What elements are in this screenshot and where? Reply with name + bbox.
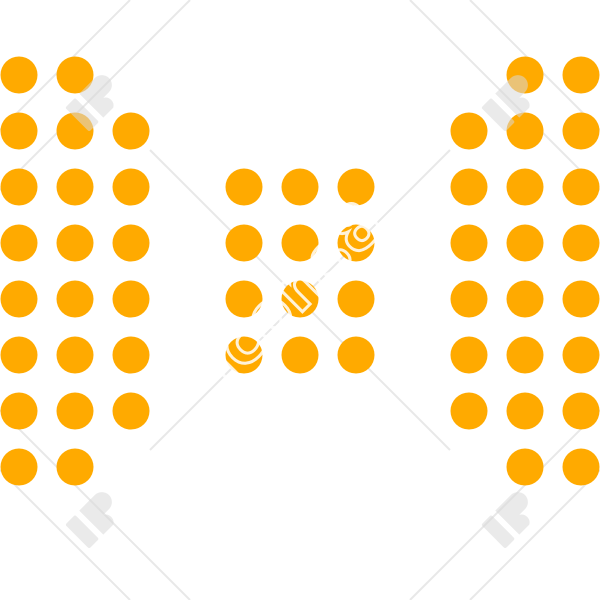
watermark-logo-icon <box>481 75 530 131</box>
dot <box>56 168 94 206</box>
dot <box>56 392 94 430</box>
dot <box>337 168 375 206</box>
dot-group-center <box>225 168 375 374</box>
dot <box>112 392 150 430</box>
dot <box>281 168 319 206</box>
dot <box>56 56 94 94</box>
dot <box>506 280 544 318</box>
dot <box>562 280 600 318</box>
dot <box>112 280 150 318</box>
watermark-line <box>469 469 600 600</box>
dot <box>337 336 375 374</box>
dot <box>337 224 375 262</box>
dot <box>506 336 544 374</box>
dot <box>0 448 38 486</box>
dot <box>562 392 600 430</box>
dot <box>506 112 544 150</box>
watermark-logo-icon <box>65 492 114 548</box>
dot <box>0 336 38 374</box>
watermark-logo-icon <box>65 75 114 131</box>
dot <box>56 280 94 318</box>
dot <box>0 392 38 430</box>
dot <box>506 168 544 206</box>
watermark-line <box>0 469 131 600</box>
dot <box>450 224 488 262</box>
dot <box>337 280 375 318</box>
dot <box>225 336 263 374</box>
watermark-logo-icon <box>481 492 530 548</box>
dot <box>225 224 263 262</box>
dot <box>0 112 38 150</box>
dot <box>0 168 38 206</box>
dot <box>0 224 38 262</box>
dot <box>281 280 319 318</box>
dot <box>450 280 488 318</box>
dot <box>56 448 94 486</box>
dot <box>562 224 600 262</box>
dot <box>225 280 263 318</box>
dot <box>562 112 600 150</box>
dot <box>112 168 150 206</box>
dot <box>506 392 544 430</box>
dot <box>450 336 488 374</box>
dot <box>562 336 600 374</box>
dot <box>506 224 544 262</box>
dot <box>450 112 488 150</box>
dot <box>281 336 319 374</box>
dot <box>225 168 263 206</box>
dot <box>450 168 488 206</box>
dot <box>112 336 150 374</box>
dot <box>562 56 600 94</box>
dot <box>0 280 38 318</box>
dot <box>56 336 94 374</box>
dot <box>56 224 94 262</box>
dot <box>506 448 544 486</box>
dot <box>450 392 488 430</box>
dot <box>112 112 150 150</box>
dot-group-right <box>450 56 600 486</box>
dot <box>112 224 150 262</box>
dot <box>281 224 319 262</box>
dot <box>0 56 38 94</box>
dot <box>562 168 600 206</box>
dot-group-left <box>0 56 150 486</box>
dot <box>562 448 600 486</box>
